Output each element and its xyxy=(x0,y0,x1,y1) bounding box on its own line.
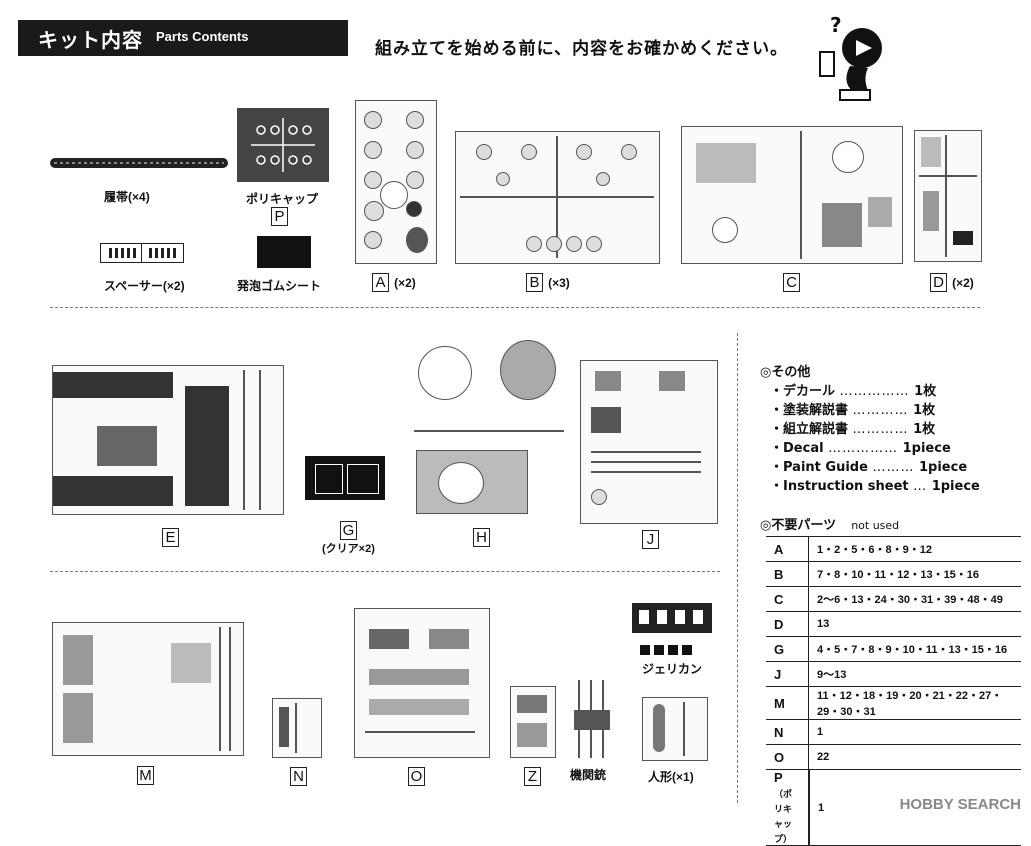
header-bar xyxy=(18,20,348,56)
sprue-o xyxy=(354,608,490,758)
polycap-sprue xyxy=(237,108,329,182)
instruction-text: 組み立てを始める前に、内容をお確かめください。 xyxy=(375,39,789,59)
sprue-b-letter: B (×3) xyxy=(526,272,570,292)
watermark: HOBBY SEARCH xyxy=(899,796,1021,813)
sprue-e-letter: E xyxy=(162,527,179,547)
sprue-m xyxy=(52,622,244,756)
sprue-o-letter: O xyxy=(408,766,425,786)
sprue-d xyxy=(914,130,982,262)
sprue-h-letter: H xyxy=(473,527,490,547)
list-item: ・デカール …………… 1枚 xyxy=(770,384,937,399)
sprue-c-letter: C xyxy=(783,272,800,292)
jerrycan-label: ジェリカン xyxy=(642,662,703,676)
list-item: ・Decal …………… 1piece xyxy=(770,441,951,456)
list-item: ・Paint Guide ……… 1piece xyxy=(770,460,968,475)
track-label: 履帯(×4) xyxy=(104,190,150,204)
sprue-h xyxy=(410,340,570,516)
sprue-c xyxy=(681,126,903,264)
sprue-d-letter: D (×2) xyxy=(930,272,974,292)
list-item: ・塗装解説書 ………… 1枚 xyxy=(770,403,936,418)
sprue-z-letter: Z xyxy=(524,766,541,786)
sprue-j-letter: J xyxy=(642,529,659,549)
jerrycan-sprue xyxy=(632,603,712,633)
sprue-g-letter: G xyxy=(340,520,357,540)
page-subtitle: Parts Contents xyxy=(156,29,249,44)
section-divider xyxy=(50,307,980,308)
spacer-part-icon xyxy=(100,243,184,263)
machine-gun-label: 機関銃 xyxy=(570,768,607,782)
list-item: ・組立解説書 ………… 1枚 xyxy=(770,422,936,437)
sprue-g xyxy=(305,456,385,500)
polycap-letter: P xyxy=(271,206,288,226)
spacer-label: スペーサー(×2) xyxy=(104,279,185,293)
sprue-n-letter: N xyxy=(290,766,307,786)
jerrycan-squares xyxy=(640,640,692,659)
sprue-n xyxy=(272,698,322,758)
polycap-label: ポリキャップ xyxy=(246,192,319,206)
other-title: ◎その他 xyxy=(760,365,811,380)
list-item: ・Instruction sheet … 1piece xyxy=(770,479,980,494)
figure-sprue xyxy=(642,697,708,761)
section-divider-2 xyxy=(50,571,720,572)
sprue-a-letter: A (×2) xyxy=(372,272,416,292)
sprue-m-letter: M xyxy=(137,765,154,785)
svg-text:?: ? xyxy=(830,13,842,37)
sprue-j xyxy=(580,360,718,524)
foam-label: 発泡ゴムシート xyxy=(237,279,322,293)
sprue-b xyxy=(455,131,660,264)
unused-title-row: ◎不要パーツ not used xyxy=(760,518,900,533)
figure-label: 人形(×1) xyxy=(648,770,694,784)
other-list: ・デカール …………… 1枚 ・塗装解説書 ………… 1枚 ・組立解説書 ………… xyxy=(770,380,990,494)
sprue-a xyxy=(355,100,437,264)
mascot-icon: ? xyxy=(819,13,882,101)
track-part-icon xyxy=(50,158,228,168)
section-divider-vertical xyxy=(737,333,738,803)
page-title: キット内容 xyxy=(38,28,143,52)
machine-gun-sprue xyxy=(570,680,614,760)
sprue-g-qty: (クリア×2) xyxy=(322,543,375,555)
sprue-z xyxy=(510,686,556,758)
sprue-e xyxy=(52,365,284,515)
foam-sheet-icon xyxy=(257,236,311,268)
